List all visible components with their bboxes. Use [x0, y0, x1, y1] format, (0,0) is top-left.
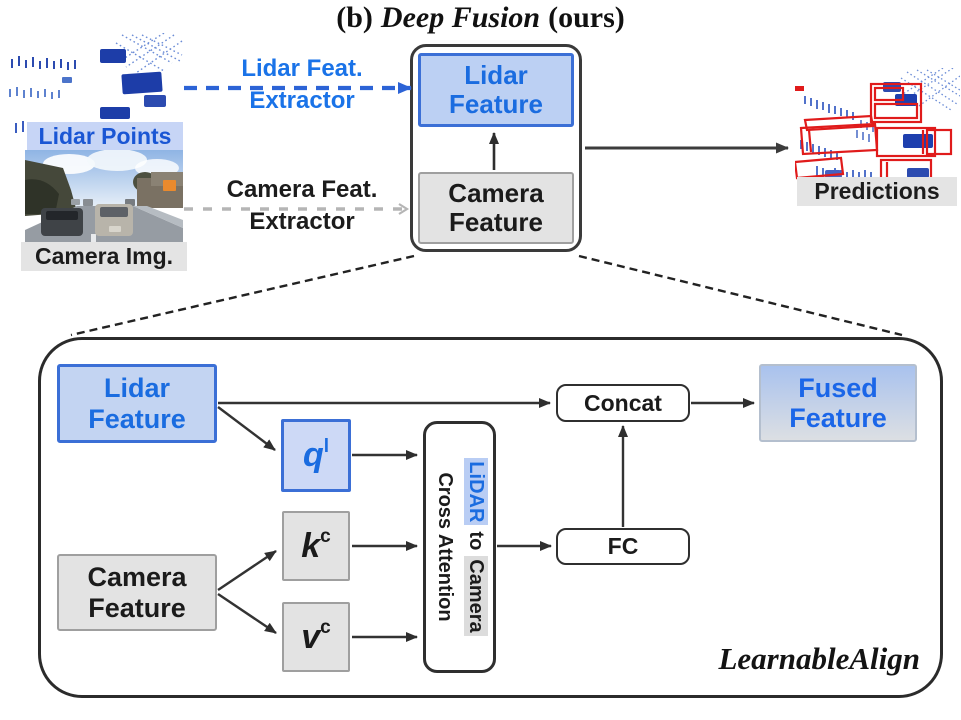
concat-box: Concat: [556, 384, 690, 422]
camera-img-label: Camera Img.: [21, 242, 187, 271]
cross-attention-camera-word: Camera: [464, 556, 488, 636]
figure-title: (b)Deep Fusion(ours): [0, 1, 961, 35]
fusion-camera-feature-line2: Feature: [449, 207, 543, 237]
figure-title-method: Deep Fusion: [380, 1, 541, 34]
align-camera-feature-line2: Feature: [88, 592, 186, 623]
predictions-label: Predictions: [797, 177, 957, 206]
figure-title-prefix: (b): [336, 1, 373, 34]
lidar-points-label: Lidar Points: [27, 122, 183, 151]
align-camera-feature-line1: Camera: [87, 562, 187, 593]
align-lidar-feature-box: Lidar Feature: [57, 364, 217, 443]
lidar-feat-extractor-line1: Lidar Feat.: [241, 55, 363, 82]
camera-feat-extractor-line1: Camera Feat.: [226, 176, 378, 203]
query-symbol: q: [302, 436, 324, 474]
fusion-lidar-feature-box: Lidar Feature: [418, 53, 574, 127]
camera-image: [25, 150, 183, 250]
camera-feat-extractor-line2: Extractor: [249, 208, 355, 235]
fusion-lidar-feature-line1: Lidar: [464, 59, 528, 90]
fusion-camera-feature-line1: Camera: [448, 177, 544, 208]
learnable-align-caption: LearnableAlign: [718, 641, 920, 676]
align-lidar-feature-line1: Lidar: [103, 373, 170, 404]
lidar-feat-extractor-line2: Extractor: [249, 87, 355, 114]
cross-attention-to-word: to: [465, 531, 487, 551]
camera-feat-extractor-label: Camera Feat. Extractor: [188, 174, 416, 238]
fusion-lidar-feature-line2: Feature: [449, 89, 543, 119]
fusion-camera-feature-box: Camera Feature: [418, 172, 574, 244]
zoom-connector-right: [578, 254, 903, 337]
fused-feature-box: Fused Feature: [759, 364, 917, 442]
cross-attention-lidar-word: LiDAR: [464, 458, 488, 526]
align-camera-feature-box: Camera Feature: [57, 554, 217, 631]
figure-title-suffix: (ours): [548, 1, 625, 34]
key-symbol: k: [301, 526, 321, 565]
align-lidar-feature-line2: Feature: [88, 403, 186, 434]
fused-feature-line2: Feature: [789, 403, 887, 433]
cross-attention-label: LiDAR toCamera Cross Attention: [427, 422, 491, 672]
lidar-feat-extractor-label: Lidar Feat. Extractor: [188, 53, 416, 117]
value-symbol: v: [301, 617, 321, 656]
cross-attention-line2: Cross Attention: [434, 472, 456, 622]
fc-box: FC: [556, 528, 690, 565]
fused-feature-line1: Fused: [798, 372, 878, 403]
cross-attention-line1: LiDAR toCamera: [460, 422, 491, 672]
